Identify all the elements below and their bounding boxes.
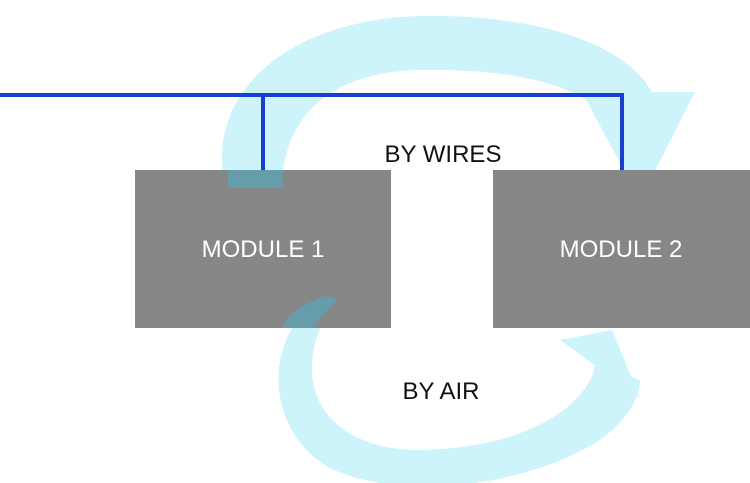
label-by-wires: BY WIRES bbox=[385, 141, 502, 168]
overlap-upper bbox=[228, 170, 283, 188]
arrow-lower-body bbox=[278, 296, 640, 483]
arrow-lower-head bbox=[560, 330, 640, 398]
circular-arrow-upper bbox=[221, 15, 695, 200]
wires bbox=[0, 93, 624, 170]
module-1-label: MODULE 1 bbox=[202, 236, 325, 263]
module-2-label: MODULE 2 bbox=[560, 236, 683, 263]
circular-arrow-lower bbox=[278, 296, 640, 483]
label-by-air: BY AIR bbox=[403, 378, 480, 405]
arrow-upper-body bbox=[221, 15, 655, 186]
module-1-box bbox=[135, 170, 391, 328]
arrow-overlap bbox=[228, 170, 338, 328]
arrow-upper-head bbox=[582, 92, 695, 200]
module-2-box bbox=[493, 170, 750, 328]
overlap-lower bbox=[282, 296, 338, 328]
